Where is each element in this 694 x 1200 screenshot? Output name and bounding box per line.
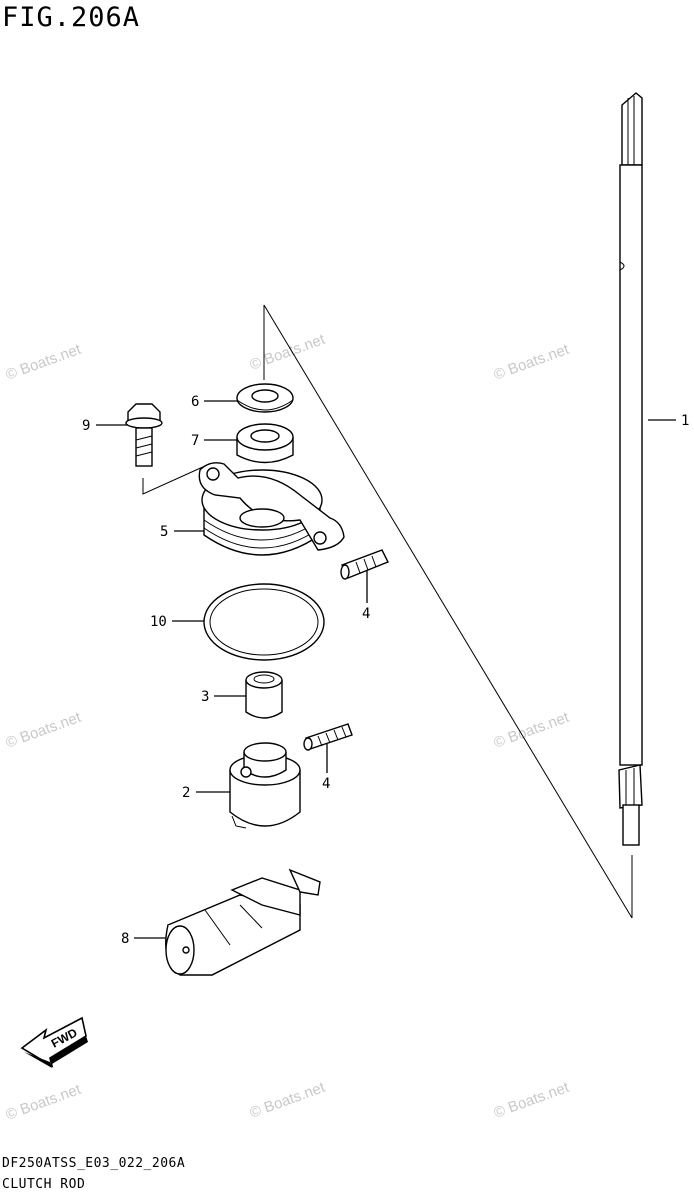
clutch-rod [618,92,643,846]
callout-4-lower: 4 [322,776,330,792]
cam [229,742,301,829]
watermark: © Boats.net [248,1079,328,1122]
callout-6: 6 [191,394,199,410]
diagram-name: CLUTCH ROD [2,1177,86,1192]
callout-8: 8 [121,931,129,947]
washer [236,383,294,413]
bearing [236,423,294,464]
o-ring [203,583,325,661]
leader-lines [96,400,676,939]
callout-labels: 1 2 3 4 4 5 6 7 8 9 10 [82,394,689,947]
bolt [125,403,163,467]
watermark: © Boats.net [4,341,84,384]
pin-upper [340,549,389,580]
callout-9: 9 [82,418,90,434]
bushing [245,671,283,719]
pin-lower [303,723,353,751]
watermark: © Boats.net [4,709,84,752]
figure-title: FIG.206A [2,2,141,33]
callout-10: 10 [150,614,167,630]
housing [198,462,345,556]
diagram-code: DF250ATSS_E03_022_206A [2,1156,186,1171]
watermark: © Boats.net [4,1081,84,1124]
shifter [165,868,321,976]
callout-7: 7 [191,433,199,449]
watermark: © Boats.net [492,709,572,752]
callout-5: 5 [160,524,168,540]
callout-1: 1 [681,413,689,429]
callout-3: 3 [201,689,209,705]
callout-4-upper: 4 [362,606,370,622]
callout-2: 2 [182,785,190,801]
watermark: © Boats.net [248,331,328,374]
fwd-arrow: FWD [20,1016,88,1068]
assembly-line [142,304,633,919]
watermark: © Boats.net [492,1079,572,1122]
watermark: © Boats.net [492,341,572,384]
